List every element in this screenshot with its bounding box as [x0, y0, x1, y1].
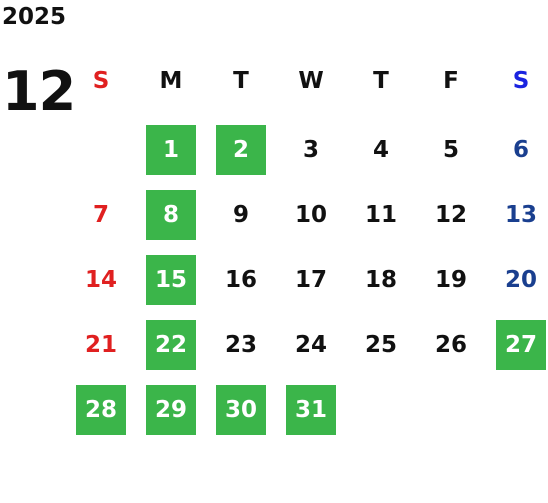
- calendar-cell: 7: [66, 185, 136, 250]
- calendar-cell: 20: [486, 250, 548, 315]
- calendar-cell: [346, 380, 416, 445]
- calendar-day-highlighted[interactable]: 22: [146, 320, 196, 370]
- calendar-day-highlighted[interactable]: 2: [216, 125, 266, 175]
- calendar-cell: 11: [346, 185, 416, 250]
- calendar-day[interactable]: 13: [504, 202, 537, 228]
- calendar-cell: 6: [486, 120, 548, 185]
- calendar-day[interactable]: 23: [224, 332, 257, 358]
- calendar-cell: 10: [276, 185, 346, 250]
- weekday-sunday: S: [92, 68, 110, 94]
- calendar-day[interactable]: 20: [504, 267, 537, 293]
- calendar-day[interactable]: 24: [294, 332, 327, 358]
- calendar-day[interactable]: 25: [364, 332, 397, 358]
- calendar-day-highlighted[interactable]: 28: [76, 385, 126, 435]
- calendar-cell: 21: [66, 315, 136, 380]
- weekday-tuesday: T: [233, 68, 249, 94]
- calendar-day[interactable]: 19: [434, 267, 467, 293]
- weekday-thursday: T: [373, 68, 389, 94]
- calendar-cell: 29: [136, 380, 206, 445]
- calendar-cell: 19: [416, 250, 486, 315]
- calendar-day-highlighted[interactable]: 31: [286, 385, 336, 435]
- calendar-cell: 2: [206, 120, 276, 185]
- calendar-cell: 28: [66, 380, 136, 445]
- calendar-day[interactable]: 16: [224, 267, 257, 293]
- calendar-cell: 1: [136, 120, 206, 185]
- weekday-saturday: S: [512, 68, 530, 94]
- calendar-cell: 3: [276, 120, 346, 185]
- calendar-cell: 12: [416, 185, 486, 250]
- calendar-day[interactable]: 10: [294, 202, 327, 228]
- calendar-day[interactable]: 3: [302, 137, 319, 163]
- weekday-friday: F: [443, 68, 459, 94]
- calendar-day[interactable]: 9: [232, 202, 249, 228]
- calendar-month: 12: [2, 60, 76, 123]
- calendar-cell: 27: [486, 315, 548, 380]
- calendar-day-highlighted[interactable]: 30: [216, 385, 266, 435]
- calendar-cell: [416, 380, 486, 445]
- calendar-day[interactable]: 6: [512, 137, 529, 163]
- calendar-cell: 8: [136, 185, 206, 250]
- calendar-cell: 9: [206, 185, 276, 250]
- calendar-cell: 17: [276, 250, 346, 315]
- calendar-cell: 24: [276, 315, 346, 380]
- calendar-year: 2025: [2, 4, 67, 30]
- calendar-cell: 14: [66, 250, 136, 315]
- calendar-day-highlighted[interactable]: 8: [146, 190, 196, 240]
- calendar-cell: [486, 380, 548, 445]
- calendar-day[interactable]: 21: [84, 332, 117, 358]
- calendar-cell: 26: [416, 315, 486, 380]
- calendar-cell: 23: [206, 315, 276, 380]
- calendar-day[interactable]: 14: [84, 267, 117, 293]
- calendar-cell: 4: [346, 120, 416, 185]
- calendar-day[interactable]: 11: [364, 202, 397, 228]
- calendar-day[interactable]: 4: [372, 137, 389, 163]
- weekday-wednesday: W: [298, 68, 324, 94]
- calendar-cell: 13: [486, 185, 548, 250]
- calendar-cell: 18: [346, 250, 416, 315]
- calendar-day[interactable]: 5: [442, 137, 459, 163]
- calendar-day-highlighted[interactable]: 1: [146, 125, 196, 175]
- calendar-cell: 25: [346, 315, 416, 380]
- calendar-day[interactable]: 26: [434, 332, 467, 358]
- calendar-cell: 5: [416, 120, 486, 185]
- calendar-day[interactable]: 12: [434, 202, 467, 228]
- calendar-cell: 22: [136, 315, 206, 380]
- calendar-cell: [66, 120, 136, 185]
- calendar-day[interactable]: 18: [364, 267, 397, 293]
- calendar-day-highlighted[interactable]: 27: [496, 320, 546, 370]
- calendar-cell: 16: [206, 250, 276, 315]
- weekday-header: S M T W T F S: [66, 64, 548, 98]
- calendar-cell: 31: [276, 380, 346, 445]
- calendar-cell: 30: [206, 380, 276, 445]
- calendar-cell: 15: [136, 250, 206, 315]
- calendar-day[interactable]: 17: [294, 267, 327, 293]
- calendar-day-highlighted[interactable]: 29: [146, 385, 196, 435]
- weekday-monday: M: [159, 68, 183, 94]
- calendar-day[interactable]: 7: [92, 202, 109, 228]
- calendar-day-highlighted[interactable]: 15: [146, 255, 196, 305]
